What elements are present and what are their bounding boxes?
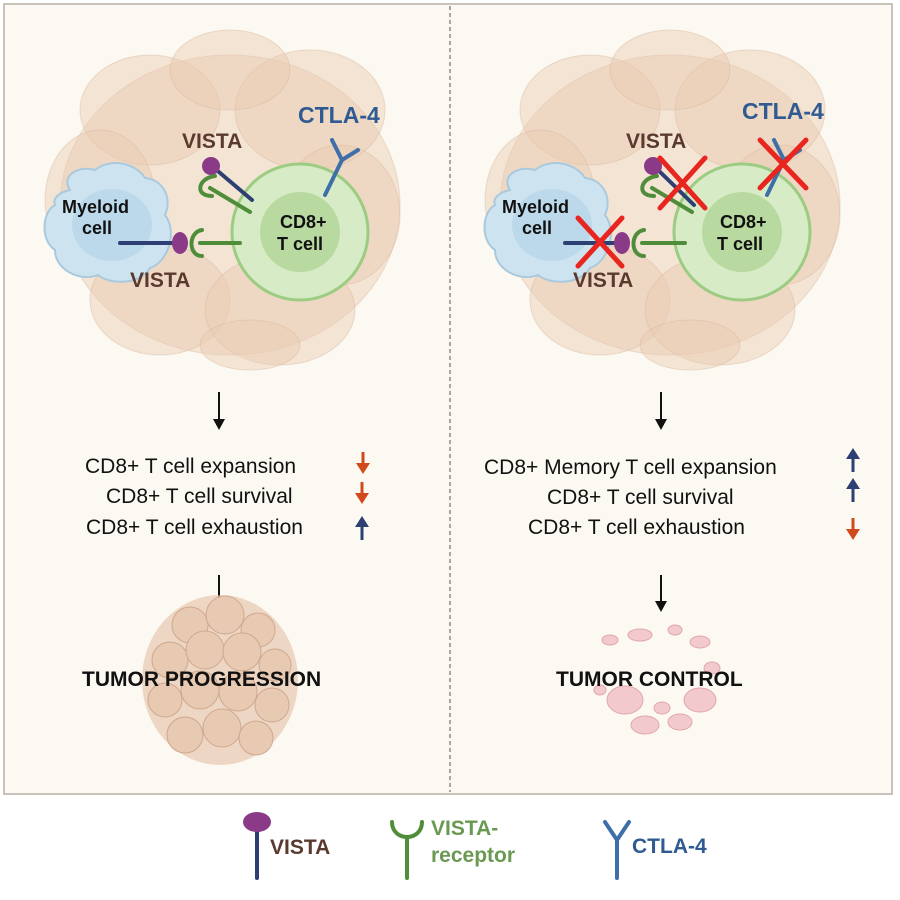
left-flow-arrowhead-1 [213,419,225,430]
left-tcell-label-1: CD8+ [280,212,327,232]
legend: VISTA VISTA- receptor CTLA-4 [243,812,707,880]
right-vista-bottom-label: VISTA [573,269,633,292]
legend-vista-label: VISTA [270,836,330,859]
right-ctla4-block-cross [757,137,809,191]
left-effect-2: CD8+ T cell survival [106,485,293,508]
right-effect-2-up-arrow [846,478,860,502]
left-outcome-label: TUMOR PROGRESSION [82,668,321,691]
right-tcell-label-2: T cell [717,234,763,254]
right-effect-3-down-arrow [846,518,860,540]
left-vista-bottom-label: VISTA [130,269,190,292]
right-ctla4-label: CTLA-4 [742,98,824,124]
left-vista-top-label: VISTA [182,130,242,153]
right-tcell-label-1: CD8+ [720,212,767,232]
left-myeloid-label-2: cell [82,218,112,238]
right-effect-3: CD8+ T cell exhaustion [528,516,745,539]
legend-ctla4-label: CTLA-4 [632,835,707,858]
left-vista-bottom-head [172,232,188,254]
right-receptor-bottom-cup [631,228,646,258]
right-receptor-top-cup [640,174,659,198]
left-receptor-top-cup [198,174,217,198]
legend-receptor-icon [390,820,424,880]
right-vista-top-stem [653,165,696,207]
left-ctla4-fork [330,138,360,163]
right-receptor-top-stem [650,186,694,214]
left-tcell-label-2: T cell [277,234,323,254]
legend-ctla4-icon [603,820,631,880]
legend-receptor-label-1: VISTA- [431,817,498,840]
right-vista-bottom-block-cross [575,215,625,269]
left-myeloid-label-1: Myeloid [62,197,129,217]
left-vista-top-stem [211,165,254,202]
right-effect-1: CD8+ Memory T cell expansion [484,456,777,479]
left-effect-1: CD8+ T cell expansion [85,455,296,478]
left-receptor-top-stem [208,186,252,214]
right-myeloid-label-2: cell [522,218,552,238]
right-flow-arrowhead-1 [655,419,667,430]
right-vista-top-head [644,157,662,175]
right-tumor-control-image [593,624,721,735]
right-panel: VISTA CTLA-4 Myeloid cell CD8+ T cell VI… [483,29,860,735]
left-effect-3-up-arrow [355,516,369,540]
legend-receptor-label-2: receptor [431,844,515,867]
right-effect-1-up-arrow [846,448,860,472]
right-vista-top-block-cross [657,155,708,211]
right-myeloid-label-1: Myeloid [502,197,569,217]
right-flow-arrowhead-2 [655,601,667,612]
left-receptor-bottom-cup [189,228,204,258]
left-effect-1-down-arrow [356,452,370,474]
left-vista-top-head [202,157,220,175]
left-tcell-nucleus [260,192,340,272]
left-panel: VISTA CTLA-4 Myeloid cell CD8+ T cell VI… [43,29,401,765]
right-outcome-label: TUMOR CONTROL [556,668,743,691]
right-effect-2: CD8+ T cell survival [547,486,734,509]
left-tumor-progression-image [142,595,298,765]
left-effect-2-down-arrow [355,482,369,504]
right-vista-top-label: VISTA [626,130,686,153]
legend-vista-icon [243,812,271,880]
right-vista-bottom-head [614,232,630,254]
left-effect-3: CD8+ T cell exhaustion [86,516,303,539]
left-ctla4-label: CTLA-4 [298,102,380,128]
left-ctla4-stem [323,158,344,197]
right-tcell-nucleus [702,192,782,272]
